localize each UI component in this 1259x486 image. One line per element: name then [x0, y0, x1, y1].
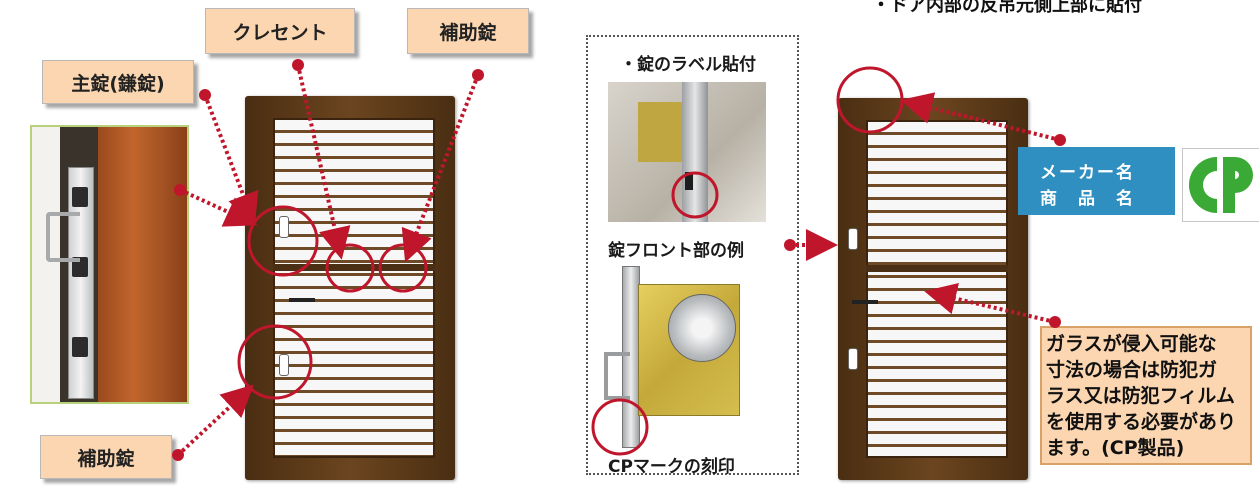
highlight-aux-bottom — [237, 324, 313, 400]
glass-note-line: ガラスが侵入可能な — [1046, 333, 1217, 355]
highlight-front-label — [671, 171, 719, 219]
marker-dot — [1054, 134, 1066, 146]
lock-label-heading: ・錠のラベル貼付 — [620, 55, 756, 75]
arrow-edge-photo — [179, 188, 258, 227]
glass-note-line: ます。(CP製品) — [1046, 437, 1185, 459]
highlight-label-position — [836, 66, 904, 134]
arrow-aux-top — [401, 74, 480, 263]
arrow-main-lock — [203, 94, 259, 226]
marker-dot — [199, 89, 211, 101]
marker-dot — [1049, 316, 1061, 328]
door-edge-photo — [30, 125, 189, 404]
main-lock-label: 主錠(鎌錠) — [42, 60, 194, 104]
glass-requirement-note: ガラスが侵入可能な 寸法の場合は防犯ガ ラス又は防犯フィルム を使用する必要があ… — [1040, 326, 1252, 465]
arrow-aux-bottom — [176, 384, 254, 457]
cp-mark-logo: CP — [1083, 48, 1259, 222]
maker-name-text: メーカー名 — [1040, 163, 1135, 183]
crescent-label: クレセント — [205, 8, 355, 54]
arrow-crescent — [296, 64, 351, 260]
lock-front-photo — [608, 82, 766, 222]
aux-lock-bottom-label: 補助錠 — [40, 435, 172, 479]
marker-dot — [784, 239, 796, 251]
arrow-glass-note — [924, 282, 1056, 324]
cp-engraving-caption: CPマークの刻印 — [608, 457, 735, 477]
placement-note: ・ドア内部の反吊元側上部に貼付 — [872, 0, 1142, 16]
glass-note-line: 寸法の場合は防犯ガ — [1046, 359, 1218, 381]
aux-lock-top-label: 補助錠 — [407, 8, 529, 54]
lock-body-photo — [602, 262, 762, 448]
marker-dot — [472, 69, 484, 81]
marker-dot — [174, 184, 186, 196]
glass-note-line: を使用する必要があり — [1046, 411, 1237, 433]
arrow-maker-label — [900, 92, 1061, 142]
marker-dot — [292, 59, 304, 71]
product-name-text: 商 品 名 — [1040, 189, 1135, 209]
lock-label-panel — [586, 35, 799, 475]
highlight-crescent — [325, 243, 375, 293]
highlight-main-lock — [247, 205, 319, 277]
glass-note-line: ラス又は防犯フィルム — [1046, 385, 1235, 407]
marker-dot — [172, 449, 184, 461]
highlight-cp-engraving — [591, 398, 649, 456]
highlight-aux-top — [378, 243, 428, 293]
door-front-left — [245, 96, 455, 480]
maker-product-label: メーカー名 商 品 名 — [1018, 147, 1175, 215]
lock-front-caption: 錠フロント部の例 — [608, 241, 744, 261]
